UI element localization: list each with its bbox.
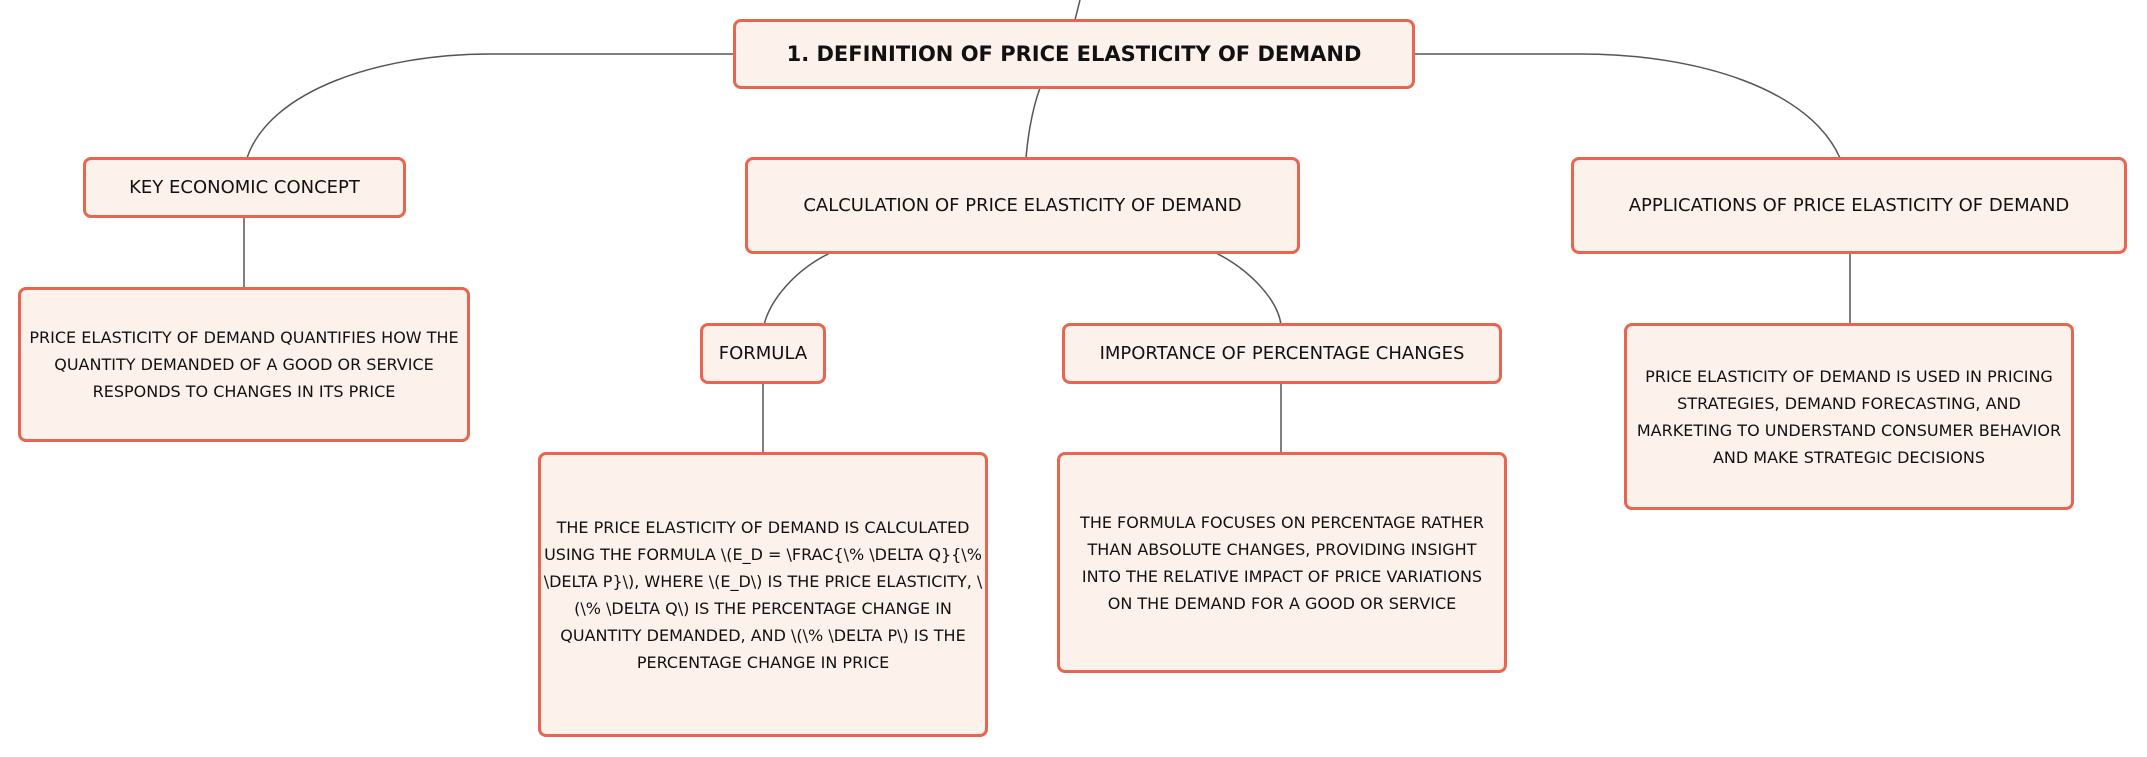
importance-detail-text: THE FORMULA FOCUSES ON PERCENTAGE RATHER… — [1080, 512, 1484, 613]
formula-detail-text: THE PRICE ELASTICITY OF DEMAND IS CALCUL… — [543, 517, 983, 672]
connector-root-to-key-concept — [246, 53, 736, 159]
connector-root-to-calculation — [1025, 87, 1041, 159]
key-concept-label: KEY ECONOMIC CONCEPT — [129, 177, 360, 198]
formula-detail-node[interactable]: THE PRICE ELASTICITY OF DEMAND IS CALCUL… — [538, 452, 988, 737]
calculation-node[interactable]: CALCULATION OF PRICE ELASTICITY OF DEMAN… — [745, 157, 1300, 254]
key-concept-detail-text: PRICE ELASTICITY OF DEMAND QUANTIFIES HO… — [29, 328, 459, 401]
root-topic-label: 1. DEFINITION OF PRICE ELASTICITY OF DEM… — [786, 42, 1362, 66]
importance-detail-node[interactable]: THE FORMULA FOCUSES ON PERCENTAGE RATHER… — [1057, 452, 1507, 673]
formula-label: FORMULA — [718, 343, 808, 364]
key-concept-node[interactable]: KEY ECONOMIC CONCEPT — [83, 157, 406, 218]
applications-label: APPLICATIONS OF PRICE ELASTICITY OF DEMA… — [1628, 195, 2070, 216]
connector-parent-to-root — [1074, 0, 1081, 21]
calculation-label: CALCULATION OF PRICE ELASTICITY OF DEMAN… — [803, 195, 1242, 216]
connector-calculation-to-formula — [763, 252, 831, 326]
connector-calculation-to-importance — [1215, 252, 1282, 326]
connector-root-to-applications — [1414, 53, 1841, 159]
importance-label: IMPORTANCE OF PERCENTAGE CHANGES — [1099, 343, 1465, 364]
applications-detail-text: PRICE ELASTICITY OF DEMAND IS USED IN PR… — [1636, 366, 2062, 467]
importance-node[interactable]: IMPORTANCE OF PERCENTAGE CHANGES — [1062, 323, 1502, 384]
root-topic-node[interactable]: 1. DEFINITION OF PRICE ELASTICITY OF DEM… — [733, 19, 1415, 89]
formula-node[interactable]: FORMULA — [700, 323, 826, 384]
applications-node[interactable]: APPLICATIONS OF PRICE ELASTICITY OF DEMA… — [1571, 157, 2127, 254]
key-concept-detail-node[interactable]: PRICE ELASTICITY OF DEMAND QUANTIFIES HO… — [18, 287, 470, 442]
applications-detail-node[interactable]: PRICE ELASTICITY OF DEMAND IS USED IN PR… — [1624, 323, 2074, 510]
